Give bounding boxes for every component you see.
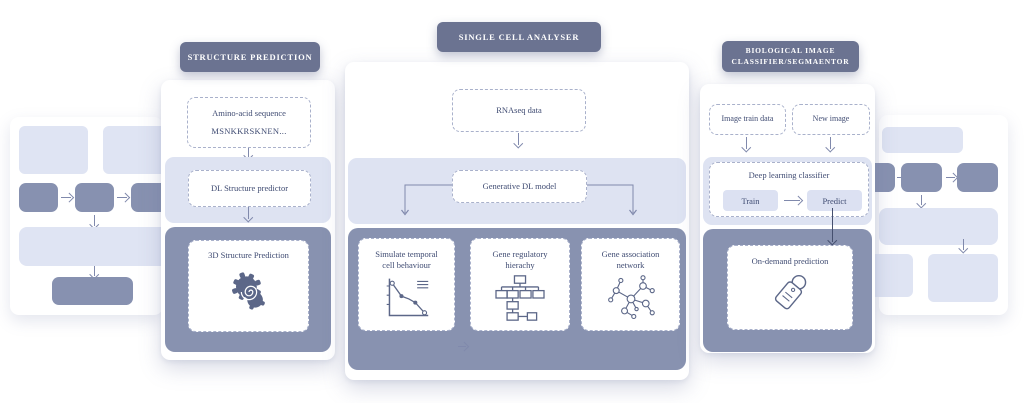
hierarchy-icon — [495, 275, 545, 321]
placeholder-box — [882, 127, 963, 153]
placeholder-box — [928, 254, 998, 302]
placeholder-box — [52, 277, 133, 305]
generative-dl-model-label: Generative DL model — [482, 180, 557, 191]
rnaseq-data-label: RNAseq data — [496, 104, 542, 115]
structure-output-label: 3D Structure Prediction — [208, 250, 289, 260]
temporal-behaviour-label-1: Simulate temporal — [375, 249, 438, 259]
gene-association-label-2: network — [616, 260, 645, 271]
arrow-down-icon — [90, 215, 99, 228]
line-chart-icon — [386, 278, 428, 317]
placeholder-box — [103, 126, 172, 174]
arrow-down-icon — [90, 266, 99, 278]
arrow-down-icon — [742, 137, 751, 151]
gene-regulatory-card: Gene regulatory hierachy — [470, 238, 570, 331]
bio-output-section: On-demand prediction — [703, 229, 872, 352]
gene-association-card: Gene association network — [581, 238, 680, 331]
structure-prediction-panel: Amino-acid sequence MSNKKRSKNEN... DL St… — [161, 80, 335, 360]
left-preview-panel — [10, 117, 172, 315]
new-image-label: New image — [812, 114, 850, 124]
placeholder-box — [870, 254, 913, 297]
arrow-down-icon — [917, 195, 926, 207]
placeholder-box — [19, 227, 170, 266]
arrow-down-icon — [826, 137, 835, 151]
on-demand-prediction-box: On-demand prediction — [727, 245, 853, 330]
single-cell-outputs-section: Simulate temporal cell behaviour Gene re… — [348, 228, 686, 370]
train-chip: Train — [723, 190, 778, 211]
single-cell-analyser-panel: RNAseq data Generative DL model Simulate… — [345, 62, 689, 380]
image-train-data-box: Image train data — [709, 104, 786, 135]
dl-structure-predictor-box: DL Structure predictor — [188, 170, 311, 207]
arrow-right-icon — [946, 173, 957, 182]
deep-learning-classifier-label: Deep learning classifier — [748, 170, 830, 180]
structure-output-section: 3D Structure Prediction — [165, 227, 331, 352]
structure-prediction-header: STRUCTURE PREDICTION — [180, 42, 320, 72]
bio-image-header-line1: BIOLOGICAL IMAGE — [745, 45, 836, 55]
image-train-data-label: Image train data — [721, 114, 774, 124]
arrow-right-icon — [784, 196, 802, 205]
arrow-right-icon — [61, 193, 73, 202]
deep-learning-classifier-box: Deep learning classifier Train Predict — [709, 162, 869, 217]
sequence-text: MSNKKRSKNEN... — [211, 125, 287, 136]
rnaseq-data-box: RNAseq data — [452, 89, 586, 132]
predict-label: Predict — [822, 195, 847, 206]
single-cell-analyser-header: SINGLE CELL ANALYSER — [437, 22, 601, 52]
tag-icon — [774, 275, 807, 310]
placeholder-box — [901, 163, 942, 192]
predictor-section: DL Structure predictor — [165, 157, 331, 223]
gene-association-label-1: Gene association — [601, 249, 660, 259]
arrow-down-icon — [514, 133, 523, 147]
temporal-behaviour-label-2: cell behaviour — [382, 260, 431, 271]
bio-image-header: BIOLOGICAL IMAGE CLASSIFIER/SEGMAENTOR — [722, 41, 859, 72]
arrow-down-icon — [959, 239, 968, 252]
classifier-section: Deep learning classifier Train Predict — [703, 157, 872, 225]
generative-dl-model-box: Generative DL model — [452, 170, 587, 203]
branch-arrows-icon — [401, 184, 637, 216]
structure-output-box: 3D Structure Prediction — [188, 240, 309, 332]
predict-chip: Predict — [807, 190, 862, 211]
bio-image-header-line2: CLASSIFIER/SEGMAENTOR — [731, 56, 850, 66]
placeholder-box — [879, 208, 998, 245]
placeholder-box — [957, 163, 998, 192]
right-preview-panel — [865, 115, 1008, 315]
train-label: Train — [741, 195, 760, 206]
new-image-box: New image — [792, 104, 870, 135]
arrow-down-icon — [244, 207, 253, 221]
gene-regulatory-label-1: Gene regulatory — [492, 249, 548, 259]
network-icon — [607, 275, 655, 320]
temporal-behaviour-card: Simulate temporal cell behaviour — [358, 238, 455, 331]
predict-arrow-down-icon — [828, 208, 837, 244]
amino-acid-sequence-box: Amino-acid sequence MSNKKRSKNEN... — [187, 97, 311, 148]
placeholder-box — [75, 183, 114, 212]
amino-acid-label: Amino-acid sequence — [212, 108, 286, 119]
on-demand-prediction-label: On-demand prediction — [751, 256, 829, 266]
arrow-right-icon — [458, 342, 468, 351]
arrow-right-icon — [117, 193, 129, 202]
gene-regulatory-label-2: hierachy — [505, 260, 535, 271]
dl-structure-predictor-label: DL Structure predictor — [210, 182, 289, 193]
bio-image-panel: Image train data New image Deep learning… — [700, 84, 875, 353]
gear-spiral-icon — [231, 272, 265, 310]
arrow-down-icon — [244, 148, 253, 159]
placeholder-box — [19, 126, 88, 174]
placeholder-box — [19, 183, 58, 212]
